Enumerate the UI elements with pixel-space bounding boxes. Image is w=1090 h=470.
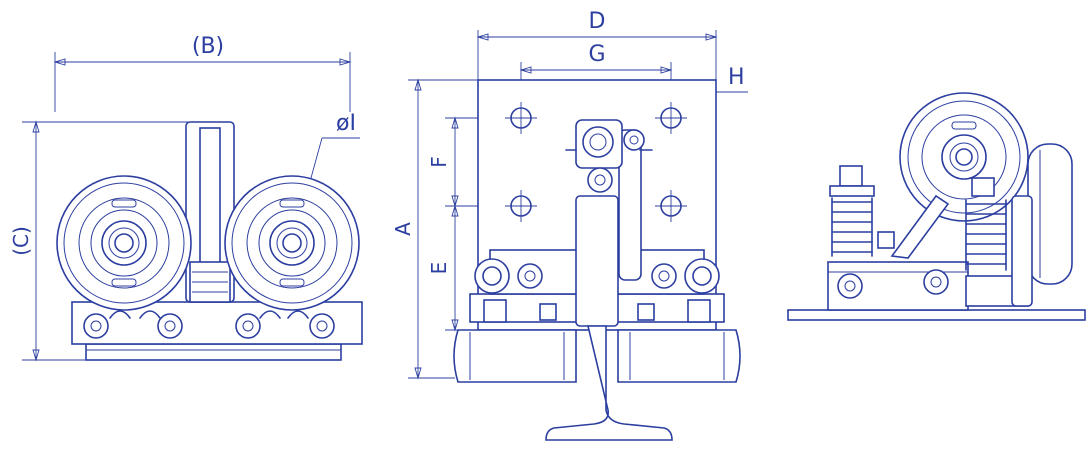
front-left-wheel [56,175,192,311]
end-base-plate [787,309,1086,321]
end-drive-wheel [899,92,1029,222]
end-left-spring [829,165,895,299]
dim-d-label: D [589,9,606,34]
end-right-spring [923,177,1033,307]
end-side-tire [1027,143,1073,285]
dimension-a: A [391,78,478,380]
side-load-wheels [453,329,741,383]
dimension-g: G [519,42,673,104]
side-view: D G H A F [391,9,748,441]
front-right-wheel [224,175,360,311]
dim-f-label: F [427,156,451,168]
dim-b-label: (B) [192,34,224,59]
dim-i-label: øI [336,111,356,136]
dim-a-label: A [391,222,415,236]
side-top-hardware [565,119,653,193]
dim-c-label: (C) [9,226,33,256]
dimension-b: (B) [53,34,352,112]
dimension-c: (C) [9,120,200,362]
dim-g-label: G [588,42,605,67]
front-view: (B) (C) øI [9,34,363,362]
side-guide-rollers [474,258,720,323]
side-mounting-holes [505,102,687,222]
end-view [787,92,1086,321]
dimension-d: D [476,9,718,80]
front-base-plate [85,343,342,361]
dimension-e: E [427,204,470,332]
side-vertical-arm [575,195,619,327]
side-rail-profile [545,325,673,441]
dim-e-label: E [427,262,451,275]
front-guide-rollers [83,310,335,339]
dim-h-label: H [728,65,745,90]
end-brace [890,194,950,259]
